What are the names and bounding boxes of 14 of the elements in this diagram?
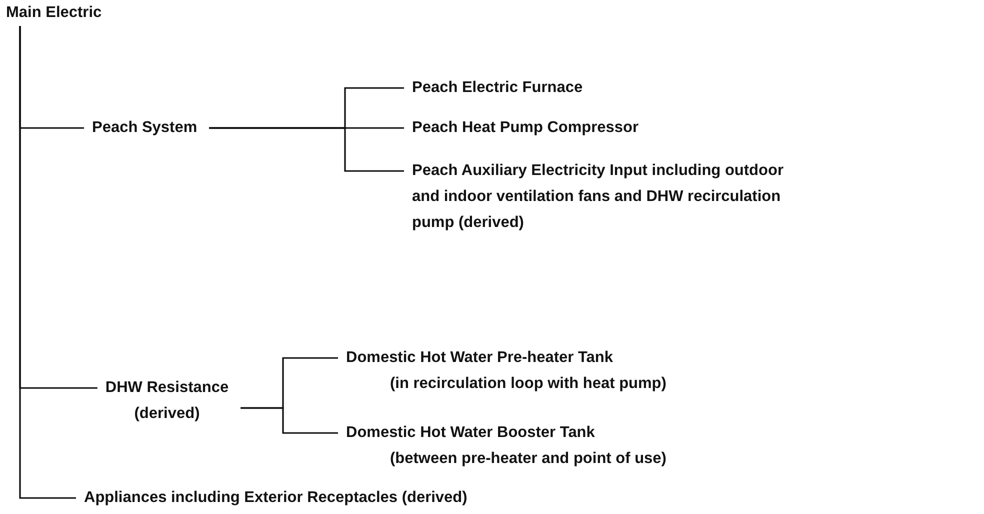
node-label: (between pre-heater and point of use)	[389, 449, 668, 469]
node-label: Peach Heat Pump Compressor	[412, 118, 640, 138]
connector-line	[240, 407, 338, 434]
node-label: Peach System	[92, 118, 198, 138]
node-label: Main Electric	[6, 3, 103, 23]
node-label: Domestic Hot Water Booster Tank	[346, 423, 596, 443]
node-label: (in recirculation loop with heat pump)	[389, 374, 668, 394]
node-label: Peach Auxiliary Electricity Input including outdoor and indoor ventilation fans and DHW recirculation pump (derived)	[412, 161, 784, 233]
node-label: Domestic Hot Water Pre-heater Tank	[346, 348, 614, 368]
node-label: Appliances including Exterior Receptacles (derived)	[84, 488, 468, 508]
node-label: DHW Resistance (derived)	[104, 378, 230, 424]
connector-line	[19, 26, 76, 499]
node-label: Peach Electric Furnace	[412, 78, 584, 98]
connector-line	[209, 127, 404, 172]
